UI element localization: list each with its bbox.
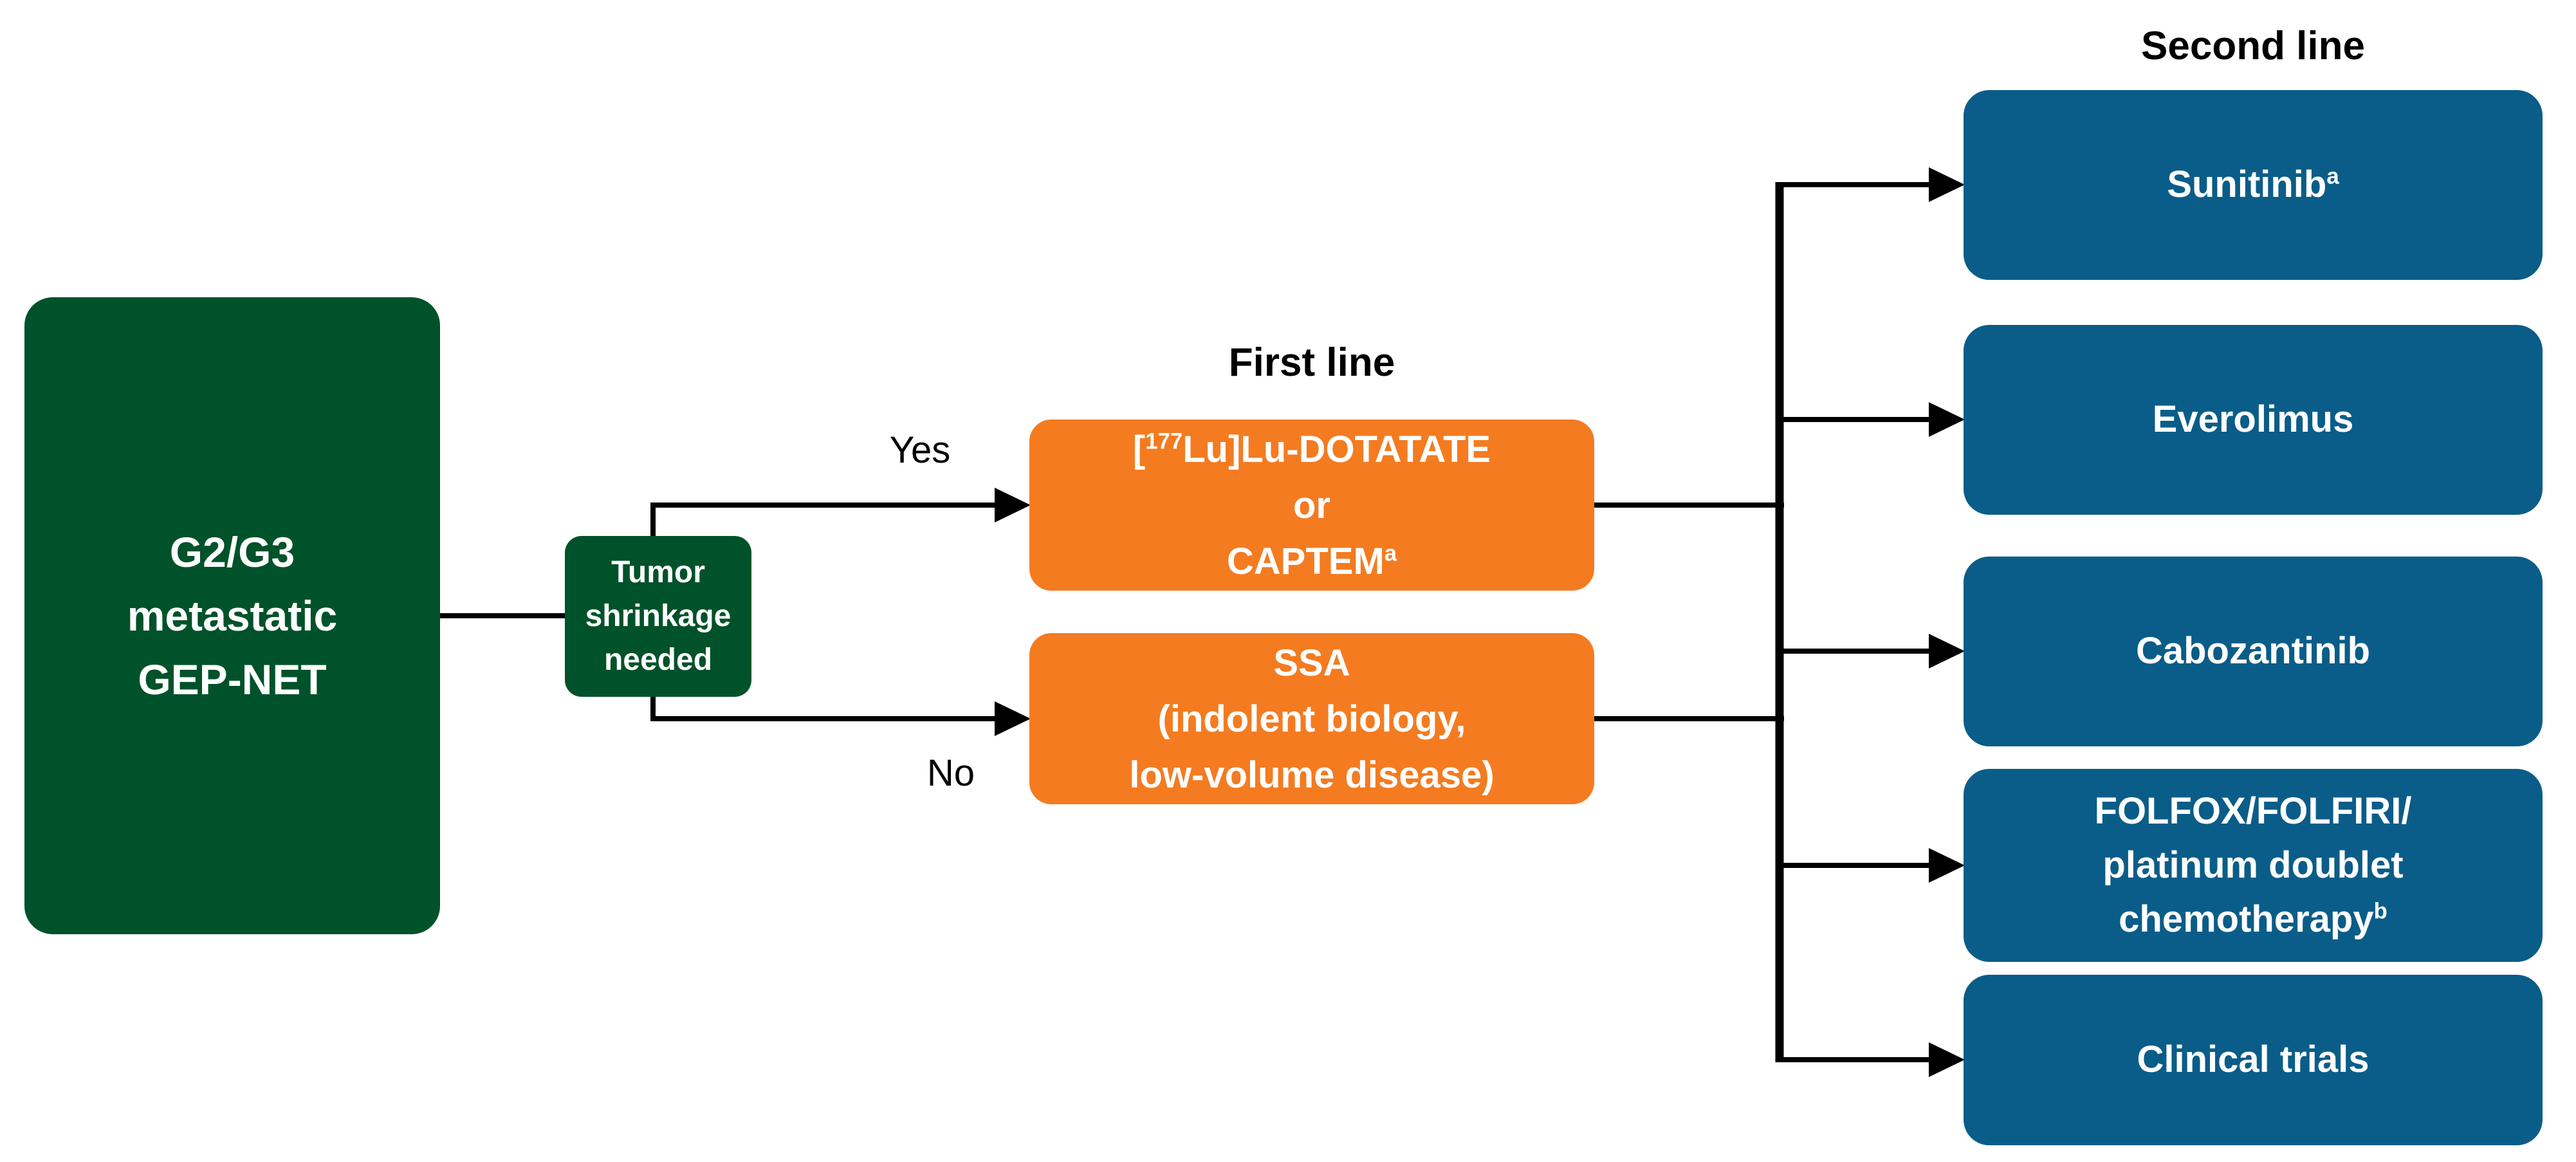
sunitinib-label: Sunitiniba — [2167, 158, 2339, 212]
option2-text-line: low-volume disease) — [1129, 753, 1495, 796]
everolimus-label: Everolimus — [2152, 398, 2354, 441]
option1-text-line: [177Lu]Lu-DOTATATE — [1133, 421, 1491, 477]
first-line-option1-box: [177Lu]Lu-DOTATATE or CAPTEMa — [1029, 420, 1594, 591]
branch-arrowhead-icon — [1929, 1042, 1965, 1077]
decision-box: Tumor shrinkage needed — [565, 536, 751, 697]
root-box-text-line: G2/G3 — [169, 528, 295, 576]
second-line-box-sunitinib: Sunitiniba — [1964, 90, 2543, 280]
sunitinib-text: Sunitinib — [2167, 163, 2327, 206]
clinical-trials-label: Clinical trials — [2137, 1038, 2369, 1081]
no-branch-label: No — [926, 752, 975, 794]
option1-line1-superscript: 177 — [1145, 429, 1183, 454]
option1-line3-main: CAPTEM — [1226, 540, 1385, 582]
no-branch-line — [650, 697, 996, 721]
root-box-text-line: metastatic — [127, 591, 338, 640]
folfox-text-line: FOLFOX/FOLFIRI/ — [2094, 789, 2412, 832]
no-arrowhead-icon — [995, 701, 1031, 736]
sunitinib-superscript: a — [2326, 164, 2339, 190]
second-line-heading: Second line — [2141, 24, 2365, 68]
branch-arrowhead-icon — [1929, 634, 1965, 669]
root-box: G2/G3 metastatic GEP-NET — [24, 297, 440, 934]
first-line-option2-box: SSA (indolent biology, low-volume diseas… — [1029, 633, 1594, 804]
yes-arrowhead-icon — [995, 488, 1031, 522]
first-line-heading: First line — [1228, 340, 1395, 385]
folfox-text-line: platinum doublet — [2102, 844, 2404, 886]
folfox-superscript: b — [2373, 898, 2387, 924]
folfox-text-line: chemotherapyb — [2119, 892, 2387, 946]
second-line-box-cabozantinib: Cabozantinib — [1964, 557, 2543, 746]
cabozantinib-label: Cabozantinib — [2135, 630, 2371, 672]
branch-arrowhead-icon — [1929, 848, 1965, 883]
yes-branch-label: Yes — [889, 429, 951, 471]
decision-box-text-line: needed — [603, 643, 713, 678]
option1-text-line: CAPTEMa — [1227, 533, 1397, 589]
second-line-box-folfox: FOLFOX/FOLFIRI/ platinum doublet chemoth… — [1964, 769, 2543, 962]
option2-text-line: SSA — [1273, 641, 1350, 684]
yes-branch-line — [650, 503, 996, 536]
second-line-box-clinical-trials: Clinical trials — [1964, 975, 2543, 1145]
decision-box-text-line: Tumor — [611, 555, 705, 589]
root-box-text-line: GEP-NET — [138, 655, 327, 703]
branch-arrowhead-icon — [1929, 402, 1965, 437]
option1-line3-superscript: a — [1384, 540, 1397, 566]
option1-text-line: or — [1293, 484, 1330, 526]
decision-box-text-line: shrinkage — [585, 598, 731, 633]
branch-arrowhead-icon — [1929, 167, 1965, 202]
folfox-line3-main: chemotherapy — [2119, 898, 2374, 941]
second-line-box-everolimus: Everolimus — [1964, 325, 2543, 515]
option1-line1-prefix: [ — [1132, 428, 1146, 470]
option1-line1-rest: Lu]Lu-DOTATATE — [1182, 428, 1491, 470]
option2-text-line: (indolent biology, — [1157, 697, 1466, 740]
